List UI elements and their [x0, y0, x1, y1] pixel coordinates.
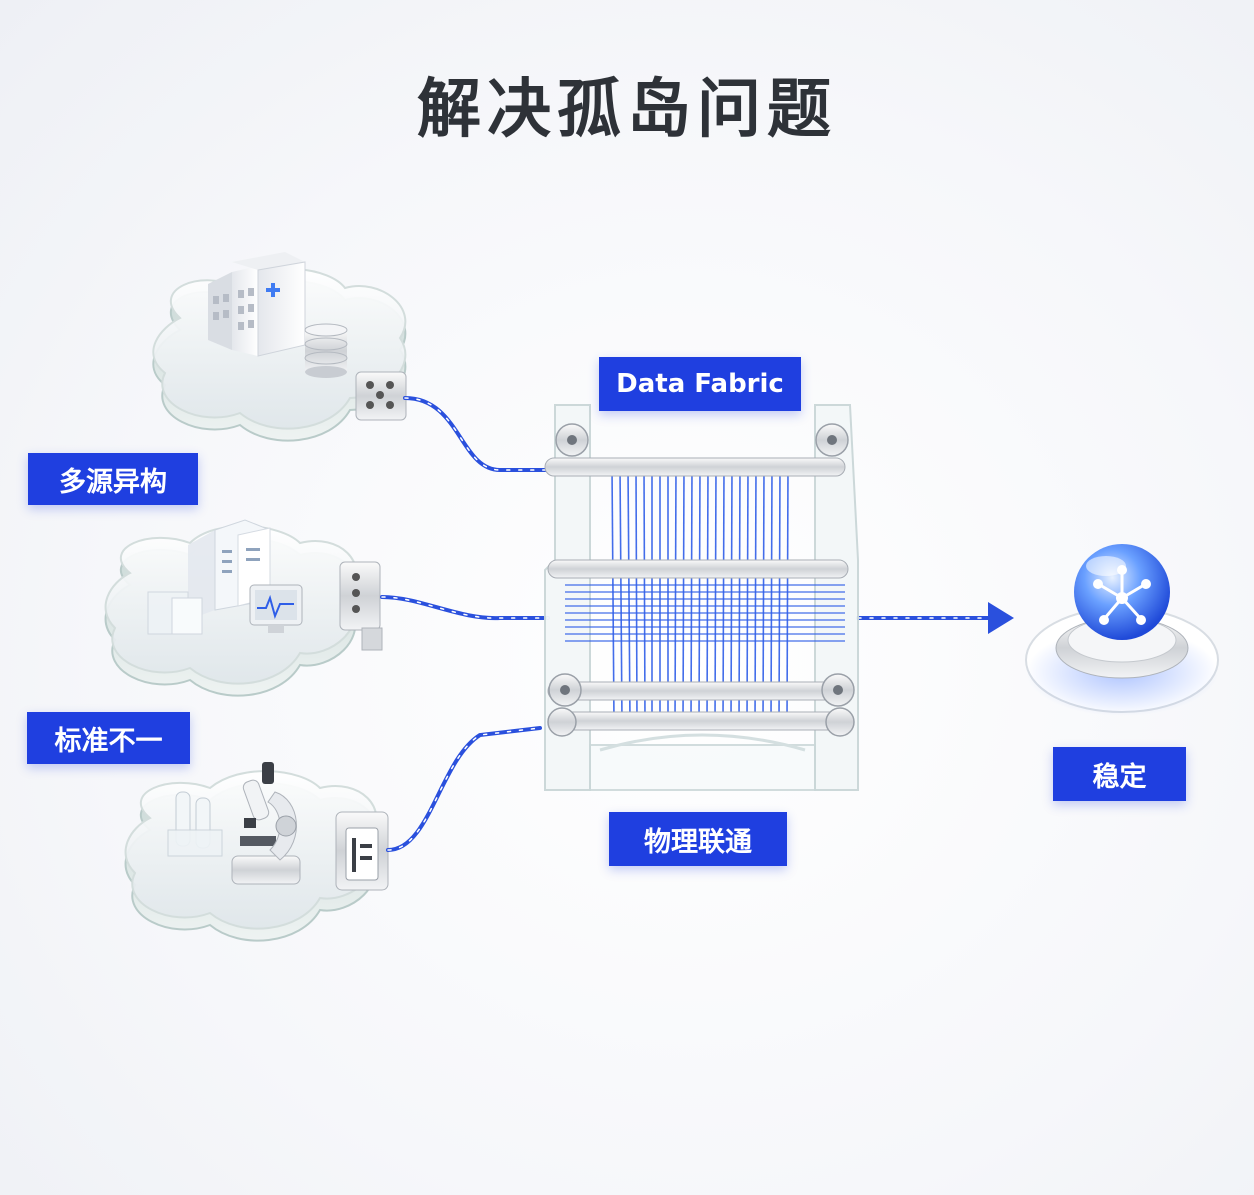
data-cables: [380, 396, 992, 852]
connector-box-icon: [339, 561, 383, 651]
stable-label: 稳定: [1053, 747, 1186, 801]
connector-box-icon: [335, 811, 389, 891]
loom-roller: [544, 457, 849, 731]
island-hospital: [152, 252, 407, 442]
microscope-icon: [231, 762, 301, 885]
inconsistent-standards-label: 标准不一: [27, 712, 190, 764]
monitor-heartbeat-icon: [249, 584, 303, 633]
island-servers: [104, 519, 383, 697]
island-lab: [124, 762, 389, 942]
page-title: 解决孤岛问题: [417, 73, 837, 147]
hospital-building-icon: [208, 252, 306, 357]
arrow-right-icon: [988, 602, 1014, 634]
data-fabric-label: Data Fabric: [599, 357, 801, 411]
network-sphere-icon: [1074, 544, 1170, 640]
heterogeneous-label: 多源异构: [28, 453, 198, 505]
connector-box-icon: [355, 371, 407, 421]
database-cylinder-icon: [304, 323, 348, 378]
loom-fabric-icon: [544, 404, 859, 791]
physical-connectivity-label: 物理联通: [609, 812, 787, 866]
test-tubes-icon: [167, 791, 223, 857]
